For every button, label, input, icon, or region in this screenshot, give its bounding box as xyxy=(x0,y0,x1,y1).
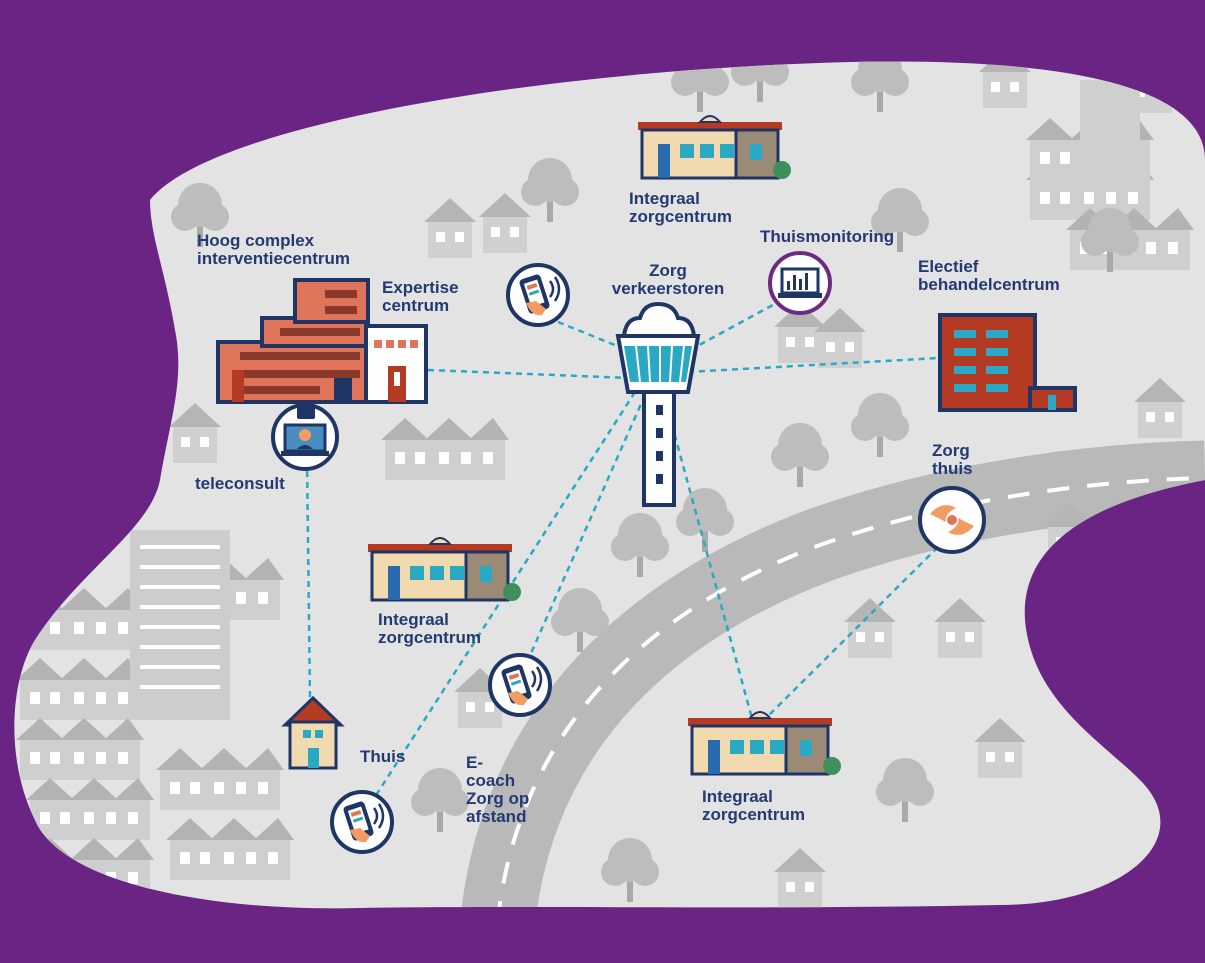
tower-icon xyxy=(615,301,701,507)
label-integraal-top: Integraal zorgcentrum xyxy=(629,189,732,226)
label-thuis: Thuis xyxy=(360,747,406,766)
laptop-video-call-icon xyxy=(271,403,339,471)
label-expertise-centrum: Expertise centrum xyxy=(382,278,459,315)
label-e-coach: E- coach Zorg op afstand xyxy=(466,753,530,826)
label-thuismonitoring: Thuismonitoring xyxy=(760,227,895,246)
phone-icon xyxy=(488,653,552,717)
label-zorg-verkeerstoren: Zorg verkeerstoren xyxy=(611,261,725,298)
label-integraal-middle: Integraal zorgcentrum xyxy=(378,610,481,647)
hospital-icon xyxy=(216,278,428,404)
house-icon xyxy=(281,695,345,770)
label-teleconsult: teleconsult xyxy=(195,474,285,493)
label-electief-behandelcentrum: Electief behandelcentrum xyxy=(918,257,1060,294)
care-centre-top-icon xyxy=(636,114,793,181)
label-hoog-complex: Hoog complex interventiecentrum xyxy=(197,231,351,268)
label-integraal-bottom: Integraal zorgcentrum xyxy=(702,787,805,824)
care-centre-middle-icon xyxy=(366,536,523,603)
clinic-icon xyxy=(938,313,1077,412)
care-centre-bottom-icon xyxy=(686,710,843,777)
caring-hands-icon xyxy=(918,486,986,554)
laptop-chart-icon xyxy=(768,251,832,315)
label-zorg-thuis: Zorg thuis xyxy=(932,441,973,478)
phone-icon xyxy=(506,263,570,327)
phone-icon xyxy=(330,790,394,854)
